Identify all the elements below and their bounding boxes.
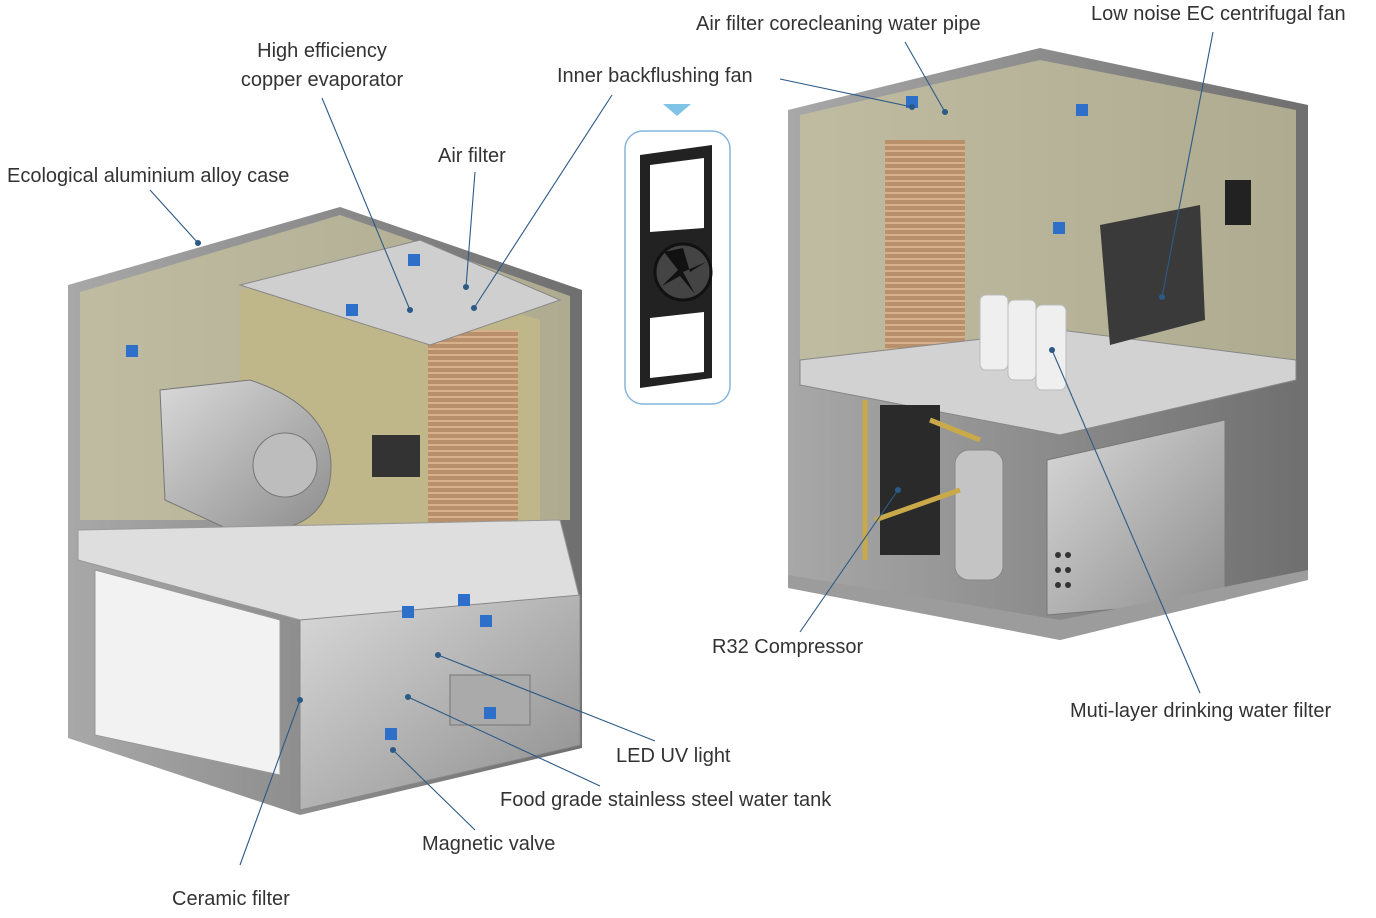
label-backflush-fan: Inner backflushing fan (557, 65, 753, 87)
right-unit (788, 48, 1308, 640)
label-evaporator-line2: copper evaporator (240, 69, 404, 91)
label-compressor: R32 Compressor (712, 636, 864, 658)
label-evaporator-line1: High efficiency (257, 40, 387, 62)
label-magnetic-valve: Magnetic valve (422, 833, 556, 855)
label-ec-fan: Low noise EC centrifugal fan (1091, 3, 1346, 25)
label-water-pipe: Air filter corecleaning water pipe (696, 13, 981, 35)
label-uv-light: LED UV light (616, 745, 731, 767)
label-water-tank: Food grade stainless steel water tank (500, 789, 832, 811)
label-drinking-filter: Muti-layer drinking water filter (1070, 700, 1332, 722)
label-case: Ecological aluminium alloy case (7, 165, 290, 187)
label-evaporator: High efficiency copper evaporator (222, 37, 422, 95)
pointer-triangle (663, 104, 691, 116)
label-ceramic-filter: Ceramic filter (172, 888, 290, 910)
leader-lines (149, 31, 1214, 866)
fan-inset (624, 104, 731, 405)
left-unit (68, 207, 582, 815)
label-air-filter: Air filter (438, 145, 506, 167)
